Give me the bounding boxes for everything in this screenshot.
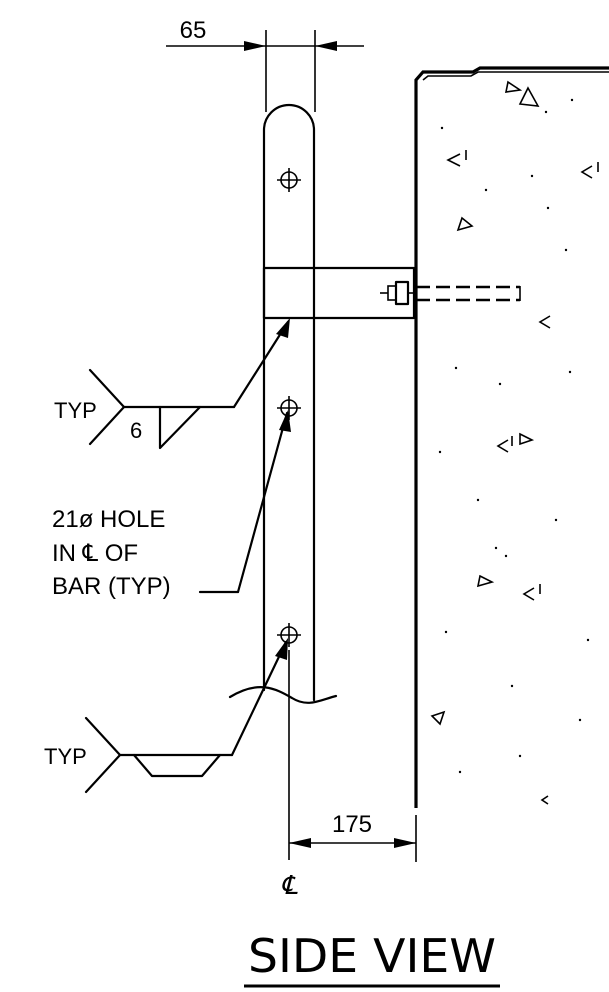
hole-note: 21ø HOLE IN ℄ OF BAR (TYP): [52, 410, 291, 600]
hole-note-line-3: BAR (TYP): [52, 573, 171, 600]
steel-bar: [228, 103, 338, 704]
upper-weld-typ-label: TYP: [54, 398, 97, 423]
dimension-175: 175: [289, 811, 417, 862]
break-line: [228, 686, 338, 704]
dimension-175-label: 175: [332, 811, 372, 838]
concrete-wall: [414, 66, 609, 808]
bolt-hole-3: [277, 623, 301, 647]
centerline-symbol: ℄: [281, 870, 299, 900]
hole-note-line-2: IN ℄ OF: [52, 540, 138, 567]
bolt-hole-2: [277, 396, 301, 420]
hole-note-line-1: 21ø HOLE: [52, 506, 165, 533]
bracket-plate: [262, 266, 416, 320]
anchor-bolt: [380, 280, 521, 306]
lower-weld-typ-label: TYP: [44, 744, 87, 769]
bolt-hole-1: [277, 168, 301, 192]
dimension-65-label: 65: [180, 17, 207, 44]
view-title: SIDE VIEW: [248, 929, 496, 983]
view-title-block: SIDE VIEW: [244, 929, 500, 988]
upper-weld-symbol: TYP 6: [54, 318, 290, 450]
lower-weld-symbol: TYP: [44, 638, 288, 794]
aggregate-marks: [430, 80, 599, 805]
dimension-65: 65: [166, 17, 364, 112]
upper-weld-size-label: 6: [130, 418, 142, 443]
